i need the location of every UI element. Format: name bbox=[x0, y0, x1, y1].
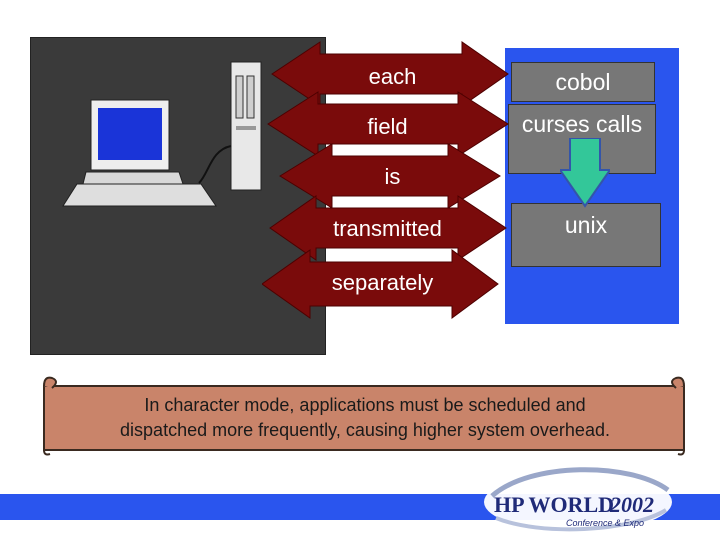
hp-world-logo: HP WORLD 2002 Conference & Expo bbox=[484, 467, 672, 532]
arrow-label-each: each bbox=[368, 64, 417, 89]
arrow-label-is: is bbox=[384, 164, 401, 189]
arrow-each bbox=[271, 41, 509, 107]
arrow-label-field: field bbox=[367, 114, 408, 139]
arrow-is bbox=[279, 143, 501, 209]
desktop-label: any desktop device bbox=[113, 363, 276, 384]
arrow-separately bbox=[262, 249, 499, 319]
arrows-group bbox=[262, 41, 509, 319]
desktop-panel: any desktop device bbox=[30, 37, 326, 384]
logo-subtitle: Conference & Expo bbox=[566, 518, 644, 528]
logo-brand: HP WORLD bbox=[494, 492, 614, 517]
unix-box: unix bbox=[511, 203, 661, 267]
arrow-label-transmitted: transmitted bbox=[333, 216, 442, 241]
caption-line-1: In character mode, applications must be … bbox=[144, 395, 586, 415]
computer-icon bbox=[62, 61, 262, 207]
scroll-banner bbox=[43, 376, 685, 456]
caption-line-2: dispatched more frequently, causing high… bbox=[120, 420, 610, 440]
cobol-box: cobol bbox=[511, 62, 655, 102]
down-arrow-icon bbox=[560, 138, 610, 208]
caption-text: In character mode, applications must be … bbox=[50, 393, 680, 443]
arrow-field bbox=[267, 91, 509, 157]
arrow-transmitted bbox=[269, 195, 507, 261]
logo-year: 2002 bbox=[609, 492, 654, 517]
arrow-label-separately: separately bbox=[331, 270, 434, 295]
